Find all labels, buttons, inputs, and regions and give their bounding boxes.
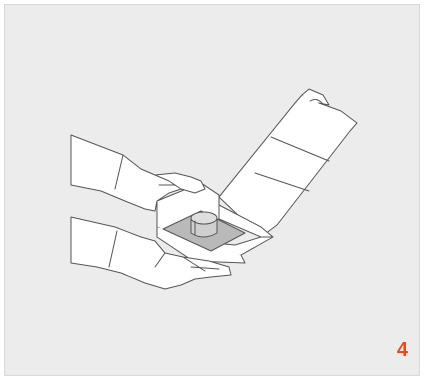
- step-number: 4: [397, 340, 408, 360]
- instruction-panel: 4: [4, 4, 420, 376]
- hands-opening-box-illustration: [5, 5, 421, 377]
- box-lid-flap: [219, 89, 357, 237]
